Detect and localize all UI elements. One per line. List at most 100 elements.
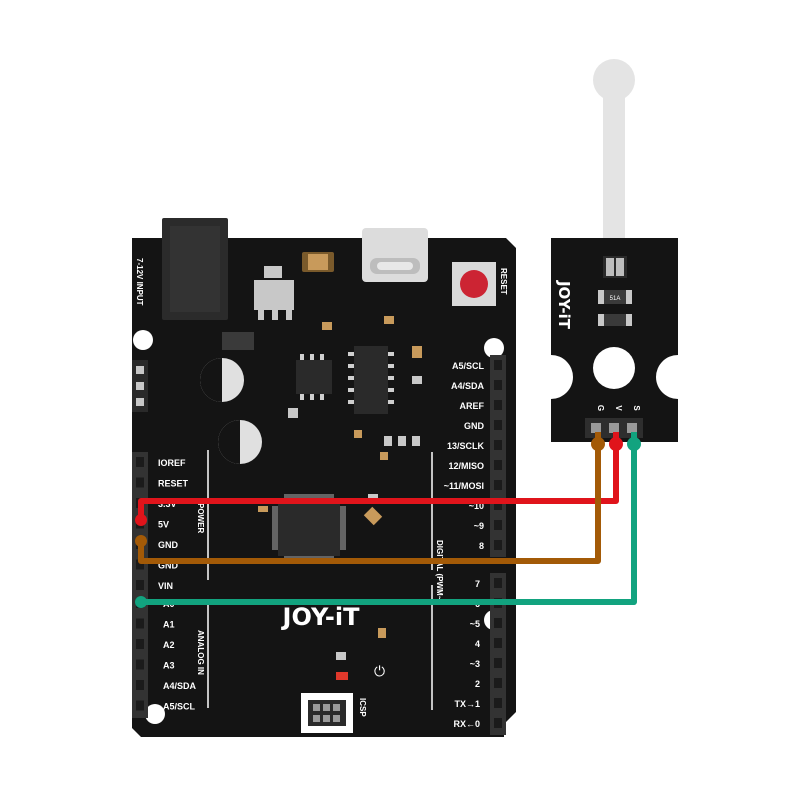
ic-usb-controller: [348, 346, 394, 414]
power-icon: ⏻: [374, 664, 385, 680]
sensor-logo: JOY-iT: [555, 280, 573, 330]
header-pin[interactable]: [494, 678, 502, 688]
header-pin[interactable]: [136, 477, 144, 488]
digital-header-label: DIGITAL (PWM~): [435, 540, 444, 603]
pin-label: RESET: [158, 479, 189, 489]
pin-label: IOREF: [158, 458, 186, 468]
sensor-capacitor: [598, 314, 632, 326]
power-led: [336, 672, 348, 680]
pin-label: A2: [163, 640, 175, 650]
force-sensor-module: 51A JOY-iT G V S: [551, 59, 678, 442]
gnd-wire-end-sensor: [591, 437, 605, 451]
microcontroller: [272, 494, 346, 562]
header-pin[interactable]: [136, 457, 144, 467]
header-pin[interactable]: [494, 400, 502, 410]
header-pin[interactable]: [136, 659, 144, 670]
pin-label: RX←0: [453, 719, 480, 729]
header-pin[interactable]: [494, 718, 502, 728]
digital-header-top: A5/SCL A4/SDA AREF GND 13/SCLK 12/MISO ~11/MOS…: [444, 355, 506, 557]
pin-label: GND: [158, 540, 179, 550]
pin-label: 4: [475, 639, 480, 649]
header-pin[interactable]: [494, 480, 502, 490]
sensor-pin-label-s: S: [632, 405, 641, 411]
signal-wire[interactable]: [141, 432, 637, 605]
pin-label: ~5: [470, 619, 480, 629]
header-pin[interactable]: [136, 639, 144, 649]
pin-label: A5/SCL: [452, 361, 485, 371]
wires: [135, 432, 641, 608]
sensor-strip: [603, 95, 625, 265]
pin-label: ~10: [469, 501, 484, 511]
header-pin[interactable]: [494, 460, 502, 470]
sensor-resistor: 51A: [598, 290, 632, 304]
board-hole: [484, 338, 504, 358]
board-hole: [145, 704, 165, 724]
header-pin[interactable]: [494, 500, 502, 510]
sensor-pin-label-v: V: [614, 405, 623, 411]
header-pin[interactable]: [494, 420, 502, 430]
header-pin[interactable]: [494, 578, 502, 588]
vcc-wire-end-sensor: [609, 437, 623, 451]
pin-label: ~3: [470, 659, 480, 669]
header-pin[interactable]: [494, 638, 502, 648]
header-pin[interactable]: [494, 440, 502, 450]
sensor-pcb: [551, 238, 678, 442]
pin-label: A1: [163, 620, 175, 630]
pin-label: GND: [158, 561, 179, 571]
mounting-hole: [593, 347, 635, 389]
header-pin[interactable]: [494, 360, 502, 370]
arduino-board: RESET 7-12V INPUT: [132, 218, 516, 737]
analog-header-label: ANALOG IN: [196, 630, 205, 675]
header-pin[interactable]: [136, 580, 144, 590]
board-logo: JOY-iT: [281, 603, 361, 631]
pin-label: GND: [464, 421, 485, 431]
pin-label: A4/SDA: [451, 381, 485, 391]
power-header-label: POWER: [196, 503, 205, 533]
voltage-regulator: [254, 280, 294, 310]
pin-label: ~9: [474, 521, 484, 531]
pin-label: AREF: [460, 401, 485, 411]
signal-wire-end-board: [135, 596, 147, 608]
pin-label: A4/SDA: [163, 681, 197, 691]
header-pin[interactable]: [136, 680, 144, 690]
pin-label: ~11/MOSI: [444, 481, 484, 491]
pin-label: 5V: [158, 520, 169, 530]
vcc-wire[interactable]: [138, 432, 619, 520]
vcc-wire-end-board: [135, 514, 147, 526]
header-pin[interactable]: [136, 559, 144, 570]
pin-label: 7: [475, 579, 480, 589]
capacitor-1: [200, 358, 244, 402]
ic-small: [296, 354, 332, 400]
gnd-wire-end-board: [135, 535, 147, 547]
sensor-pad: [593, 59, 635, 101]
header-pin[interactable]: [494, 618, 502, 628]
pin-label: VIN: [158, 581, 173, 591]
board-hole: [133, 330, 153, 350]
sensor-chip-label: 51A: [610, 296, 621, 302]
reset-label: RESET: [499, 268, 508, 295]
gnd-wire[interactable]: [138, 432, 601, 564]
header-pin[interactable]: [136, 618, 144, 629]
header-pin[interactable]: [494, 658, 502, 668]
header-pin[interactable]: [494, 698, 502, 708]
signal-wire-end-sensor: [627, 437, 641, 451]
header-pin[interactable]: [494, 520, 502, 530]
pin-label: TX→1: [454, 699, 480, 709]
pin-label: 2: [475, 679, 480, 689]
power-input-label: 7-12V INPUT: [135, 258, 144, 306]
capacitor-2: [218, 420, 262, 464]
analog-header-housing: [132, 593, 148, 718]
pin-label: A5/SCL: [163, 702, 196, 712]
header-pin[interactable]: [494, 380, 502, 390]
pin-label: 8: [479, 541, 484, 551]
pin-label: A3: [163, 661, 175, 671]
pin-label: 13/SCLK: [447, 441, 485, 451]
sensor-pin-label-g: G: [596, 405, 605, 411]
pin-label: 12/MISO: [448, 461, 484, 471]
reset-button[interactable]: [460, 270, 488, 298]
icsp-label: ICSP: [358, 698, 367, 717]
header-pin[interactable]: [136, 700, 144, 711]
header-pin[interactable]: [494, 540, 502, 550]
